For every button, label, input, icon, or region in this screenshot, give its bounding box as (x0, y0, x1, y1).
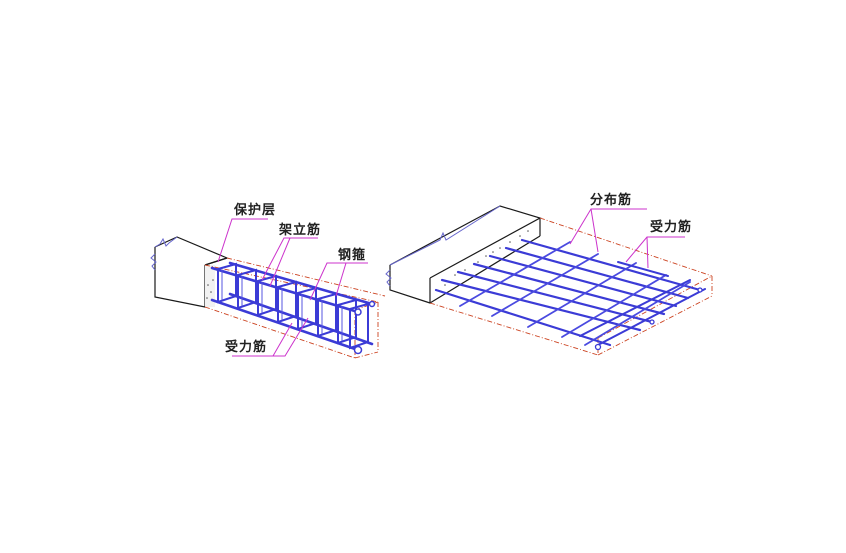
beam-stirrups (217, 262, 369, 350)
label-stirrup: 钢箍 (338, 248, 367, 263)
label-slab-main-bar: 受力筋 (650, 220, 693, 235)
label-distribution-bar: 分布筋 (590, 193, 633, 208)
beam-section-face (205, 265, 215, 307)
beam-concrete-block (154, 236, 229, 308)
slab-drawing (385, 205, 713, 356)
slab-cover-outline (429, 217, 713, 356)
label-beam-main-bar: 受力筋 (225, 340, 268, 355)
slab-leaders (569, 208, 685, 269)
slab-bar-ends (594, 287, 703, 351)
slab-edge-bars (579, 261, 706, 347)
label-cover: 保护层 (234, 203, 277, 218)
beam-bar-ends (353, 300, 376, 355)
beam-stirrup-inner (221, 270, 343, 341)
slab-distribution-bars (459, 241, 691, 346)
beam-break-line (150, 236, 178, 271)
beam-leaders (217, 218, 368, 357)
slab-break-line (385, 205, 501, 287)
slab-section-dots (444, 230, 529, 286)
slab-main-bars (434, 238, 702, 347)
beam-drawing (150, 218, 386, 359)
label-erection-bar: 架立筋 (279, 223, 322, 238)
